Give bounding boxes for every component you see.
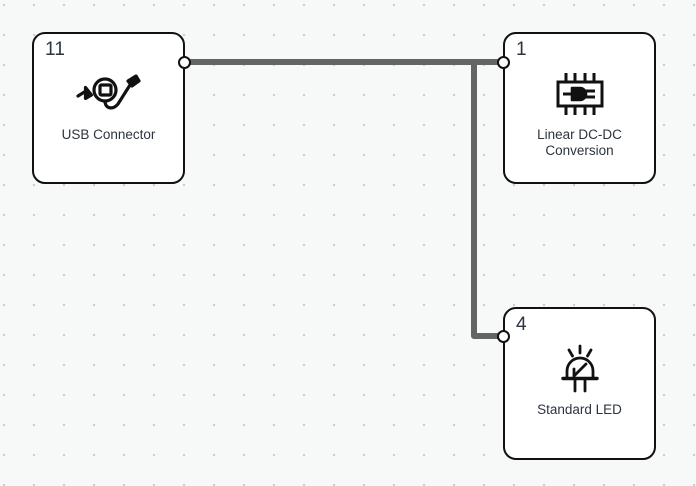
node-number-badge: 1 [516,39,527,60]
node-label: USB Connector [61,127,156,142]
node-label: Linear DC-DC Conversion [537,127,622,158]
ic-chip-power-plug-icon [544,68,616,120]
led-lamp-icon [544,343,616,395]
usb-cable-icon [73,68,145,120]
port-dcdc-in[interactable] [497,56,510,69]
port-led-in[interactable] [497,330,510,343]
node-linear-dc-dc-conversion[interactable]: 1 [503,32,656,184]
node-usb-connector[interactable]: 11 USB Connector [32,32,185,184]
wire-branch-to-led[interactable] [471,62,503,339]
node-label: Standard LED [537,402,622,417]
node-standard-led[interactable]: 4 [503,307,656,460]
port-usb-out[interactable] [178,56,191,69]
node-number-badge: 4 [516,314,527,335]
node-number-badge: 11 [45,39,66,60]
